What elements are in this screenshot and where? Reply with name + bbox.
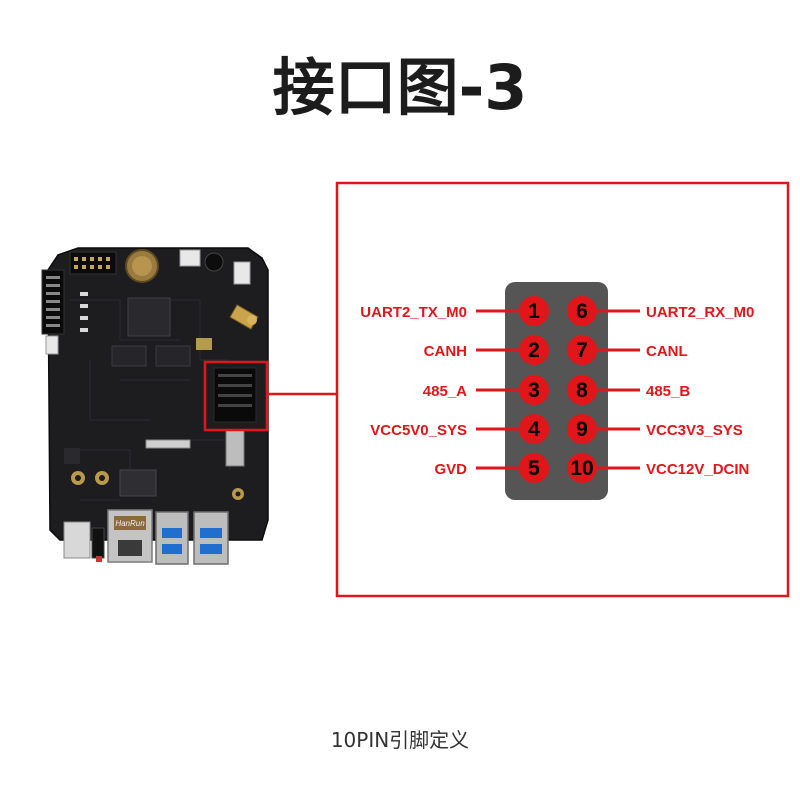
pin-4-number: 4 [528, 418, 540, 441]
pin-10-number: 10 [570, 457, 593, 480]
pin-3-number: 3 [528, 379, 540, 402]
pin-6-label: UART2_RX_M0 [646, 304, 754, 321]
pin-6-dot [567, 296, 597, 326]
pinout: 1 UART2_TX_M0 2 CANH 3 485_A 4 VCC5V0_SYS 5 GVD 6 U… [360, 296, 754, 483]
pin-4-dot [519, 414, 549, 444]
connector-highlight-box [203, 360, 269, 432]
pin-8-number: 8 [576, 379, 588, 402]
pin-2-dot [519, 335, 549, 365]
page-title: 接口图-3 [272, 51, 528, 124]
pin-5-label: GVD [434, 461, 467, 478]
pin-1-number: 1 [528, 300, 540, 323]
pin-9-dot [567, 414, 597, 444]
pin-7-number: 7 [576, 339, 588, 362]
pin-8-label: 485_B [646, 383, 690, 400]
pin-5-number: 5 [528, 457, 540, 480]
pin-5-dot [519, 453, 549, 483]
pin-4-label: VCC5V0_SYS [370, 422, 467, 439]
pin-9-label: VCC3V3_SYS [646, 422, 743, 439]
pin-1-dot [519, 296, 549, 326]
figure-caption: 10PIN引脚定义 [330, 728, 470, 752]
pin-2-label: CANH [424, 343, 467, 360]
pin-7-label: CANL [646, 343, 688, 360]
pin-3-label: 485_A [423, 383, 467, 400]
pcb-board-photo: HanRun [41, 247, 269, 565]
pin-2-number: 2 [528, 339, 540, 362]
pin-1-label: UART2_TX_M0 [360, 304, 467, 321]
ethernet-brand-text: HanRun [115, 519, 145, 528]
pin-10-label: VCC12V_DCIN [646, 461, 749, 478]
callout-box [335, 181, 790, 598]
pin-7-dot [567, 335, 597, 365]
pin-8-dot [567, 375, 597, 405]
pin-9-number: 9 [576, 418, 588, 441]
pin-6-number: 6 [576, 300, 588, 323]
pin-3-dot [519, 375, 549, 405]
pin-10-dot [567, 453, 597, 483]
